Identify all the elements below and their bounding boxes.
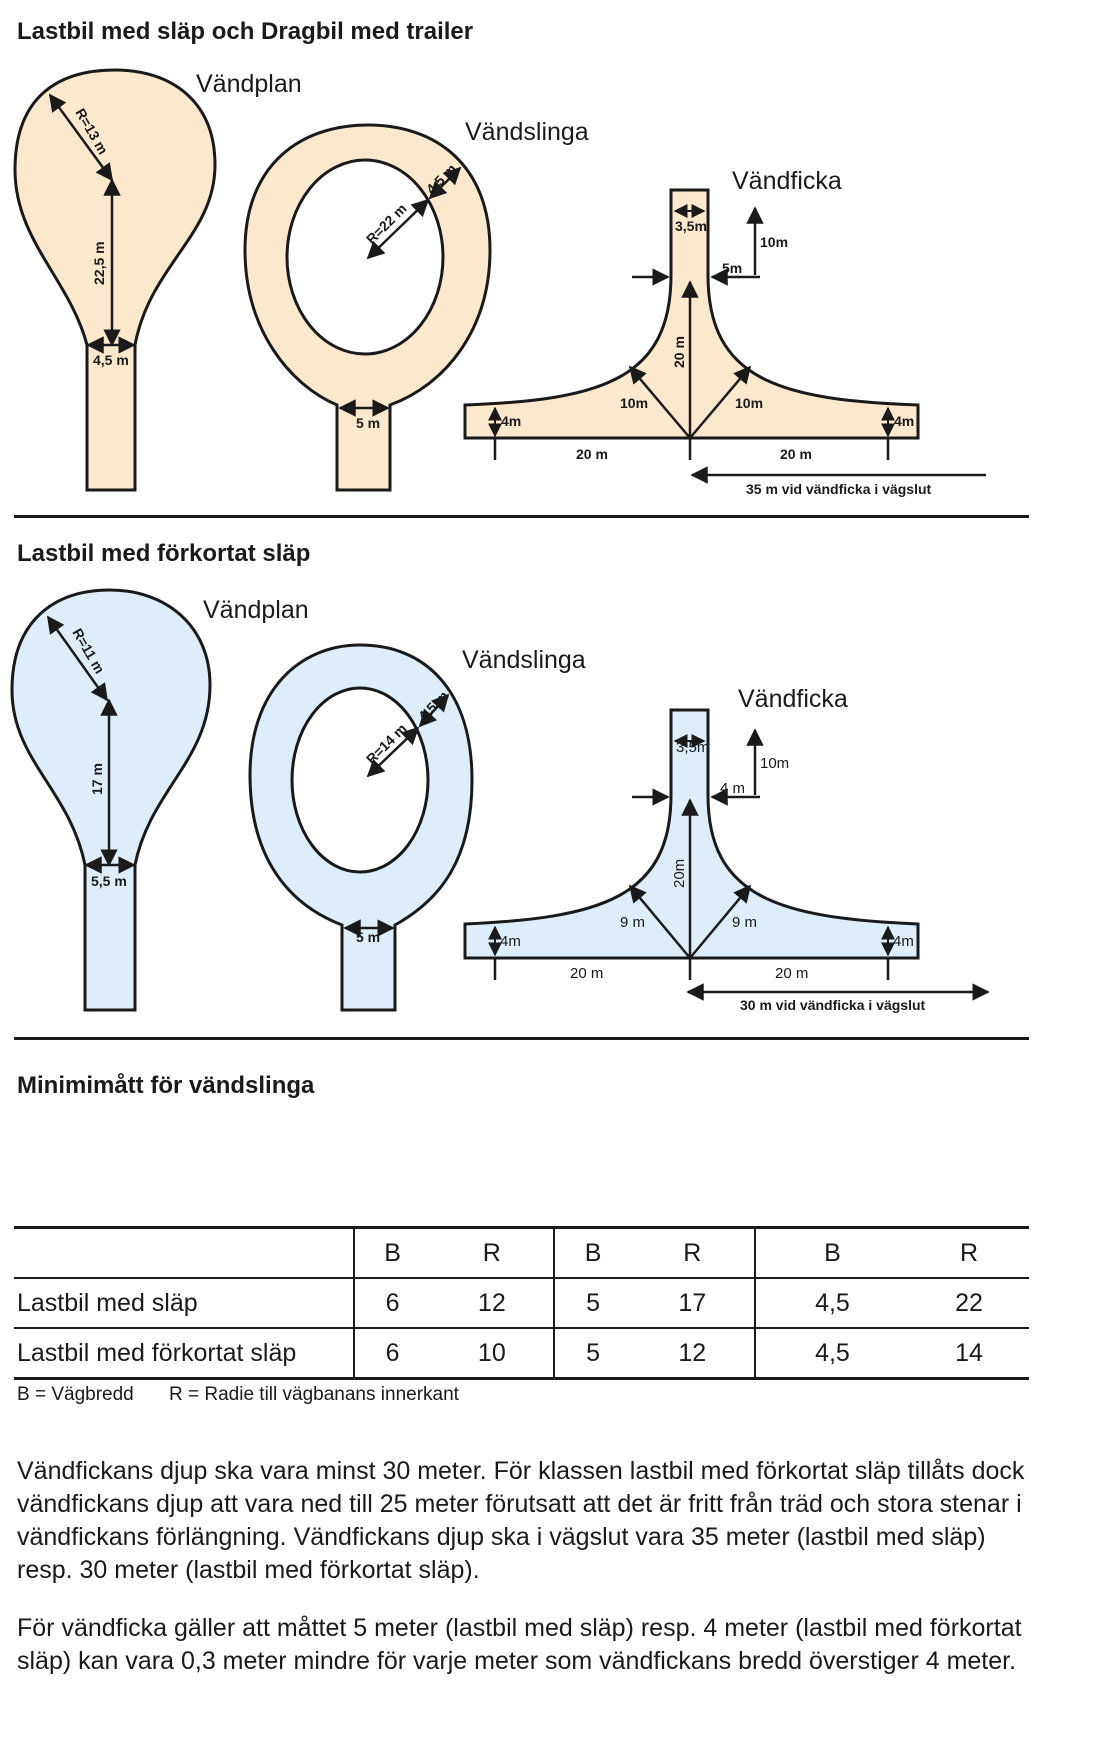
table-cell: 12 [430, 1278, 555, 1329]
vandficka2-span-left: 20 m [570, 965, 603, 982]
vandficka-road-left: 4m [501, 413, 521, 429]
vandplan-length: 22,5 m [91, 241, 107, 285]
vandplan-width: 4,5 m [93, 352, 129, 368]
table-cell: 22 [909, 1278, 1029, 1329]
section1-diagram: Vändplan R=13 m 22,5 m 4,5 m Vändslinga … [13, 68, 986, 497]
table-cell: 5 [553, 1328, 631, 1380]
table-cell: Lastbil med släp [14, 1278, 354, 1329]
vandficka-span-left: 20 m [576, 446, 608, 462]
table-cell: Lastbil med förkortat släp [14, 1328, 354, 1380]
vandficka-offset: 5m [722, 260, 742, 276]
vandficka-shape [463, 188, 986, 484]
vandficka-diag-right: 10m [735, 395, 763, 411]
table-cell: 4,5 [753, 1278, 910, 1329]
divider-1 [14, 515, 1029, 518]
table-header-row: B R B R B R [14, 1226, 1029, 1279]
table-cell: 14 [909, 1328, 1029, 1380]
table-header: R [630, 1226, 755, 1279]
vandficka-road-right: 4m [894, 413, 914, 429]
paragraph-2: För vändficka gäller att måttet 5 meter … [17, 1614, 1022, 1675]
table-cell: 10 [430, 1328, 555, 1380]
table-cell: 5 [553, 1278, 631, 1329]
vandslinga-label: Vändslinga [465, 118, 589, 146]
vandplan2-width: 5,5 m [91, 873, 127, 889]
vandficka-pocket-width: 3,5m [675, 218, 707, 234]
vandficka-diag-left: 10m [620, 395, 648, 411]
table-header: B [753, 1226, 910, 1279]
table-header: R [909, 1226, 1029, 1279]
vandslinga2-label: Vändslinga [462, 646, 586, 674]
vandficka2-depth: 10m [760, 755, 789, 772]
min-dimensions-table: B R B R B R Lastbil med släp 6 12 5 17 4… [14, 1226, 1029, 1380]
vandplan2-length: 17 m [89, 763, 105, 795]
section1-title: Lastbil med släp och Dragbil med trailer [17, 18, 474, 45]
table-legend: B = Vägbredd R = Radie till vägbanans in… [17, 1384, 489, 1406]
legend-b: B = Vägbredd [17, 1384, 134, 1405]
section2-title: Lastbil med förkortat släp [17, 540, 311, 567]
table-cell: 6 [352, 1278, 431, 1329]
vandficka2-road-right: 4m [893, 933, 914, 950]
vandficka-note: 35 m vid vändficka i vägslut [746, 481, 932, 497]
section2-diagram: Vändplan R=11 m 17 m 5,5 m Vändslinga R=… [10, 588, 990, 1013]
table-cell: 4,5 [753, 1328, 910, 1380]
divider-2 [14, 1037, 1029, 1040]
vandplan2-label: Vändplan [203, 596, 309, 624]
vandplan-shape [13, 68, 217, 492]
vandficka2-shape [463, 708, 990, 1001]
vandslinga-stem-width: 5 m [356, 415, 380, 431]
vandficka2-diag-left: 9 m [620, 914, 645, 931]
table-header: B [352, 1226, 431, 1279]
vandslinga2-shape [248, 643, 474, 1012]
vandficka2-center: 20m [671, 859, 688, 888]
table-header [14, 1226, 354, 1279]
vandficka2-offset: 4 m [720, 780, 745, 797]
vandficka-depth: 10m [760, 234, 788, 250]
table-cell: 17 [630, 1278, 755, 1329]
vandslinga-shape [243, 123, 492, 492]
paragraph-1: Vändfickans djup ska vara minst 30 meter… [17, 1457, 1025, 1584]
vandslinga2-stem-width: 5 m [356, 929, 380, 945]
table-row: Lastbil med förkortat släp 6 10 5 12 4,5… [14, 1328, 1029, 1380]
vandficka-label: Vändficka [732, 167, 842, 195]
vandficka-span-right: 20 m [780, 446, 812, 462]
legend-r: R = Radie till vägbanans innerkant [169, 1384, 459, 1405]
vandficka2-diag-right: 9 m [732, 914, 757, 931]
table-header: B [553, 1226, 631, 1279]
table-cell: 6 [352, 1328, 431, 1380]
vandficka2-note: 30 m vid vändficka i vägslut [740, 997, 926, 1013]
vandficka2-road-left: 4m [500, 933, 521, 950]
table-header: R [430, 1226, 555, 1279]
vandficka-center: 20 m [671, 336, 687, 368]
table-row: Lastbil med släp 6 12 5 17 4,5 22 [14, 1278, 1029, 1329]
vandficka2-label: Vändficka [738, 685, 848, 713]
vandplan2-shape [10, 588, 212, 1012]
table-title: Minimimått för vändslinga [17, 1072, 315, 1099]
vandplan-label: Vändplan [196, 70, 302, 98]
vandficka2-span-right: 20 m [775, 965, 808, 982]
table-cell: 12 [630, 1328, 755, 1380]
vandficka2-pocket-width: 3,5m [676, 739, 709, 756]
